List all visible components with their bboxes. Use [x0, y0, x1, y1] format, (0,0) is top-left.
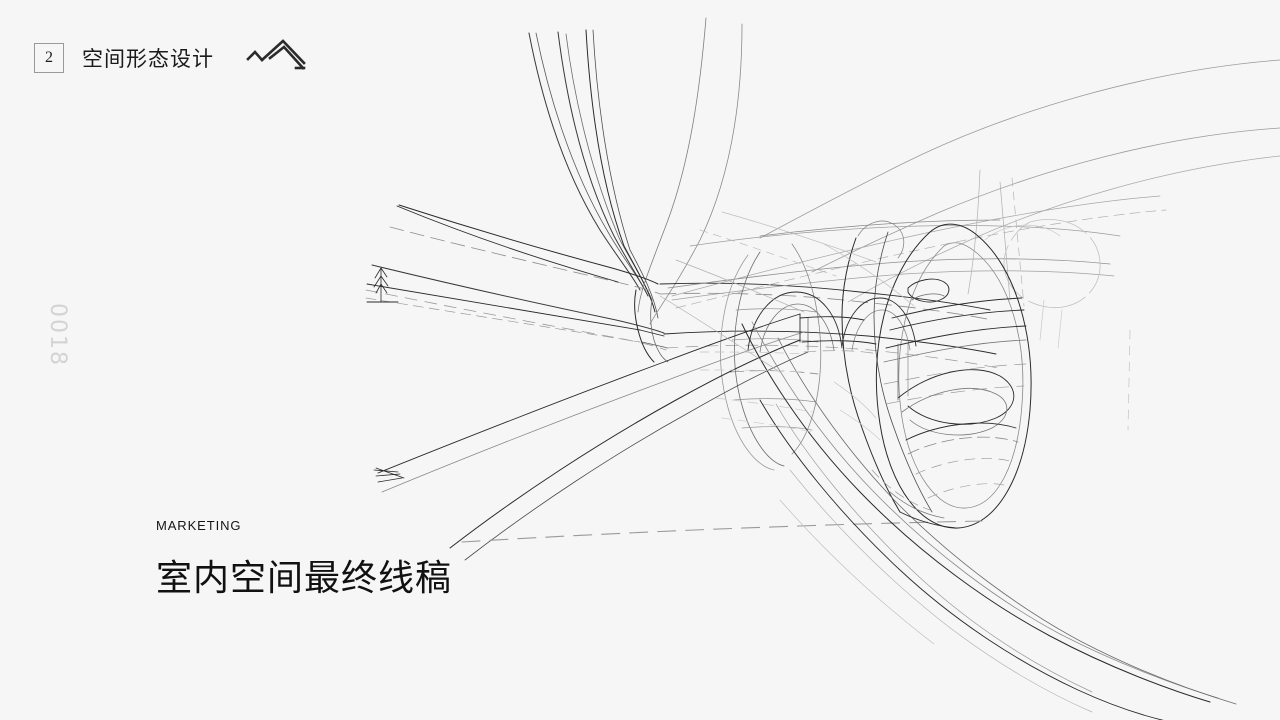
section-title: 空间形态设计 — [82, 47, 214, 71]
section-number: 2 — [45, 49, 53, 66]
page-number: 0018 — [43, 295, 73, 375]
caption-title: 室内空间最终线稿 — [156, 558, 453, 599]
section-number-badge: 2 — [34, 43, 64, 73]
mountain-chevron-icon — [246, 39, 306, 70]
section-header: 2 空间形态设计 — [34, 36, 308, 80]
caption-block: MARKETING 室内空间最终线稿 — [156, 518, 452, 601]
page-number-value: 0018 — [45, 303, 71, 367]
caption-eyebrow: MARKETING — [156, 518, 242, 533]
